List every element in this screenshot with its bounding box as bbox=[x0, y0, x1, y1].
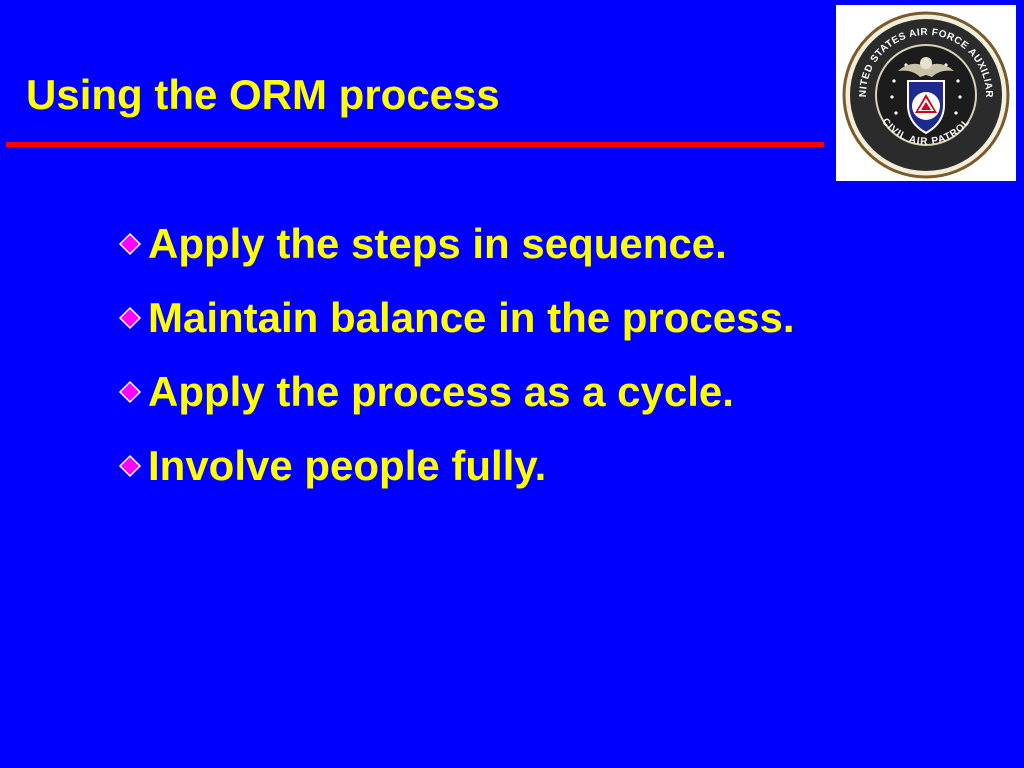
bullet-text: Maintain balance in the process. bbox=[148, 294, 795, 341]
slide-title: Using the ORM process bbox=[26, 71, 500, 118]
bullet-item: Apply the process as a cycle. bbox=[116, 366, 876, 418]
bullet-text: Apply the process as a cycle. bbox=[148, 368, 734, 415]
diamond-bullet-icon bbox=[118, 380, 142, 404]
bullet-text: Involve people fully. bbox=[148, 442, 547, 489]
diamond-bullet-icon bbox=[118, 306, 142, 330]
title-divider bbox=[6, 142, 824, 147]
civil-air-patrol-seal: UNITED STATES AIR FORCE AUXILIARY CIVIL … bbox=[836, 5, 1016, 181]
bullet-list: Apply the steps in sequence. Maintain ba… bbox=[116, 218, 876, 514]
bullet-item: Involve people fully. bbox=[116, 440, 876, 492]
bullet-item: Apply the steps in sequence. bbox=[116, 218, 876, 270]
diamond-bullet-icon bbox=[118, 232, 142, 256]
seal-icon: UNITED STATES AIR FORCE AUXILIARY CIVIL … bbox=[836, 5, 1010, 179]
bullet-text: Apply the steps in sequence. bbox=[148, 220, 727, 267]
diamond-bullet-icon bbox=[118, 454, 142, 478]
bullet-item: Maintain balance in the process. bbox=[116, 292, 876, 344]
